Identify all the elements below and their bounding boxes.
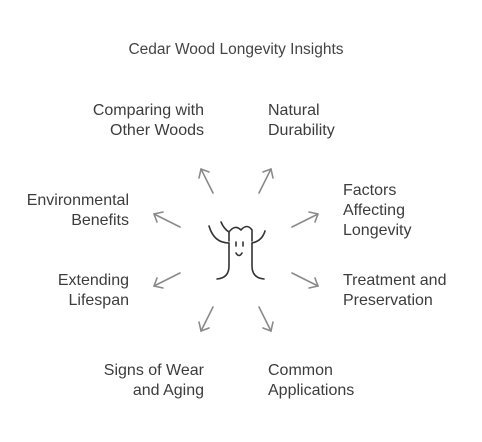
label-line: Natural [268,102,320,119]
label-common-applications: Common Applications [268,361,354,401]
label-line: Affecting [343,202,405,219]
label-line: Other Woods [110,122,204,139]
label-line: Treatment and [343,272,447,289]
label-line: Environmental [26,192,129,209]
arrow-environmental [153,211,181,228]
arrow-treatment [291,272,319,289]
tree-icon [208,221,266,280]
arrow-signs [198,306,214,332]
label-environmental-benefits: Environmental Benefits [27,191,129,231]
label-line: Factors [343,182,397,199]
label-line: Longevity [343,222,412,239]
label-treatment-and-preservation: Treatment and Preservation [343,271,446,311]
label-line: Signs of Wear [103,362,204,379]
arrow-natural [258,168,274,194]
arrow-extending [153,272,181,289]
label-line: Common [268,362,333,379]
label-extending-lifespan: Extending Lifespan [58,271,129,311]
label-line: Lifespan [68,292,130,309]
label-line: Applications [268,382,355,399]
label-line: Preservation [343,292,433,309]
label-natural-durability: Natural Durability [268,101,335,141]
label-factors-affecting-longevity: Factors Affecting Longevity [343,181,412,241]
label-line: Extending [57,272,129,289]
arrow-factors [291,211,319,228]
label-comparing-with-other-woods: Comparing with Other Woods [93,101,204,141]
label-line: Benefits [71,212,129,229]
diagram-title: Cedar Wood Longevity Insights [128,41,344,58]
label-line: Comparing with [92,102,204,119]
label-signs-of-wear-and-aging: Signs of Wear and Aging [104,361,204,401]
arrow-common [258,306,274,332]
label-line: and Aging [132,382,204,399]
label-line: Durability [268,122,335,139]
arrow-comparing [198,168,214,194]
